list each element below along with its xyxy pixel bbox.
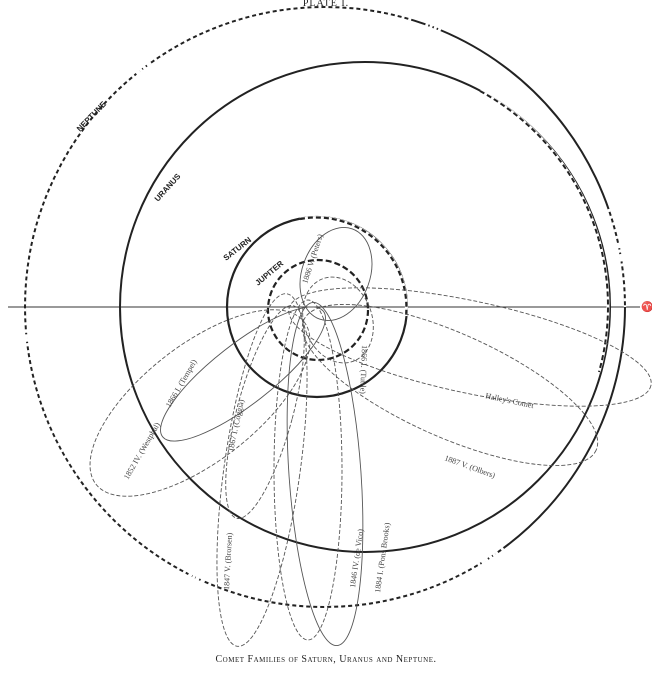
saturn-orbit-dashed-arc (300, 217, 406, 316)
saturn-orbit-dashed-arc-overlay (300, 217, 406, 316)
jupiter-orbit (268, 260, 368, 360)
aries-symbol: ♈ (641, 300, 652, 313)
jupiter-label: JUPITER (254, 259, 286, 288)
comet-label-halley: Halley's Comet (485, 391, 536, 410)
comet-orbit-pons-brooks (277, 300, 373, 648)
comet-label-westphal: 1852 IV. (Westphal) (122, 421, 162, 481)
comet-label-tuttle: 1866 I. (Tuttle) (358, 345, 369, 394)
comet-orbit-halley (279, 264, 652, 431)
comet-orbit-coggia (209, 299, 320, 526)
comet-orbit-brorsen (200, 288, 325, 651)
uranus-orbit-dashed-arc (480, 91, 608, 372)
comet-orbit-westphal (60, 276, 339, 530)
comet-label-tempel: 1866 I. (Tempel) (164, 358, 199, 409)
plate-caption: Comet Families of Saturn, Uranus and Nep… (0, 654, 652, 665)
comet-label-peters: 1886 V. (Peters) (300, 233, 325, 285)
neptune-label: NEPTUNE (75, 99, 108, 133)
comet-label-pons-brooks: 1884 I. (Pons Brooks) (373, 522, 392, 594)
uranus-orbit-dashed-arc-overlay (480, 91, 608, 372)
comet-orbit-de-vico (274, 300, 342, 640)
comet-label-coggia: 1867 I. (Coggia) (226, 398, 246, 452)
comet-label-de-vico: 1846 IV. (de Vico) (348, 528, 365, 588)
comet-label-olbers: 1887 V. (Olbers) (443, 453, 496, 480)
comet-label-brorsen: 1847 V. (Brorsen) (222, 532, 234, 590)
